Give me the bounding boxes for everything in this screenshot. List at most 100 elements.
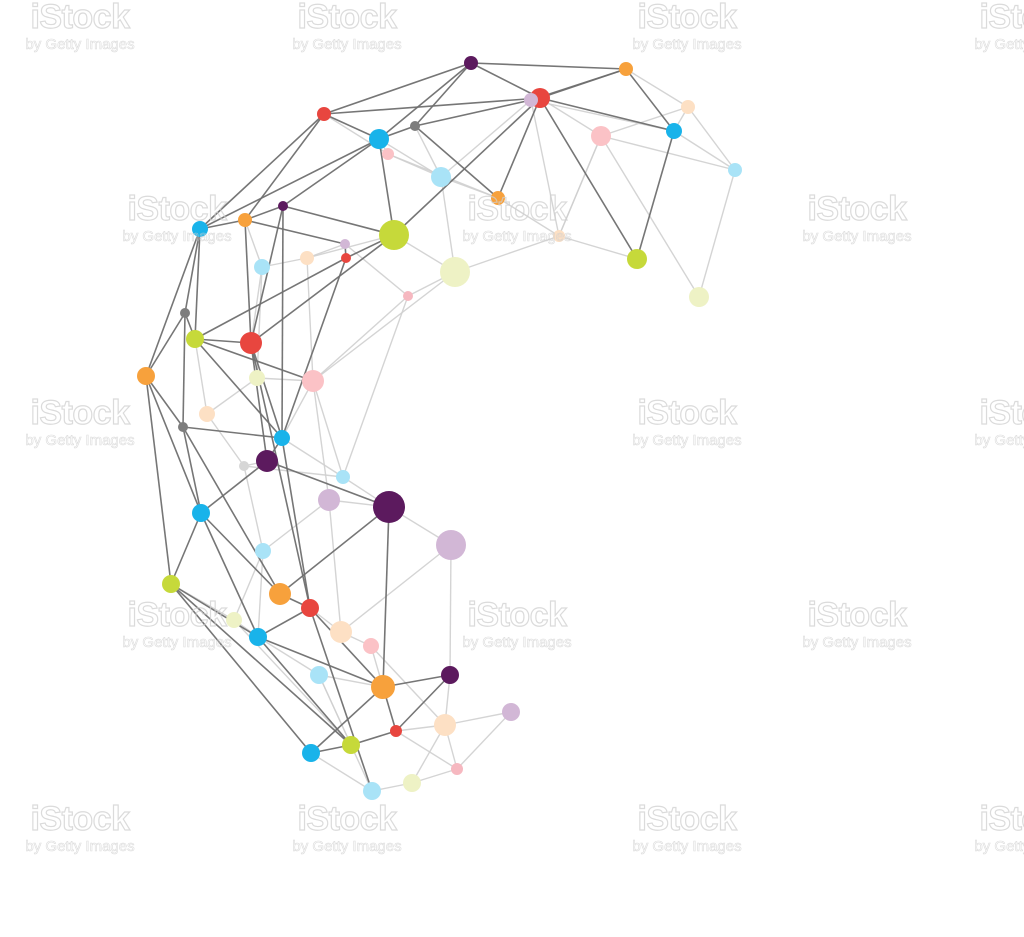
network-edge bbox=[539, 97, 675, 132]
network-edge bbox=[244, 113, 325, 221]
network-edge bbox=[182, 312, 186, 428]
network-edge bbox=[318, 674, 352, 746]
network-node bbox=[681, 100, 695, 114]
network-node bbox=[410, 121, 420, 131]
network-node bbox=[451, 763, 463, 775]
network-edge bbox=[449, 544, 452, 676]
network-node bbox=[363, 638, 379, 654]
network-edge bbox=[244, 219, 252, 344]
network-edge bbox=[444, 711, 512, 726]
nodes-layer bbox=[137, 56, 742, 800]
network-edge bbox=[194, 228, 201, 340]
network-node bbox=[162, 575, 180, 593]
network-edge bbox=[206, 377, 258, 415]
network-edge bbox=[257, 636, 352, 746]
network-node bbox=[403, 774, 421, 792]
network-node bbox=[137, 367, 155, 385]
network-edge bbox=[395, 674, 451, 732]
network-node bbox=[180, 308, 190, 318]
network-edge bbox=[395, 730, 458, 770]
network-edge bbox=[312, 271, 456, 382]
network-node bbox=[431, 167, 451, 187]
network-edge bbox=[145, 375, 202, 514]
network-edge bbox=[342, 295, 409, 478]
network-edge bbox=[309, 607, 373, 792]
network-edge bbox=[279, 506, 390, 595]
network-node bbox=[240, 332, 262, 354]
network-edge bbox=[323, 97, 541, 115]
network-edge bbox=[470, 62, 541, 99]
network-node bbox=[553, 230, 565, 242]
network-edge bbox=[170, 583, 312, 754]
network-edge bbox=[558, 235, 638, 260]
network-edge bbox=[625, 68, 675, 132]
network-node bbox=[192, 504, 210, 522]
network-edge bbox=[497, 197, 560, 237]
network-edge bbox=[170, 583, 352, 746]
network-edge bbox=[257, 550, 264, 638]
network-edge bbox=[250, 342, 268, 462]
network-node bbox=[300, 251, 314, 265]
network-edge bbox=[282, 138, 380, 207]
network-edge bbox=[310, 752, 373, 792]
network-node bbox=[186, 330, 204, 348]
network-node bbox=[226, 612, 242, 628]
network-node bbox=[591, 126, 611, 146]
network-edge bbox=[281, 437, 344, 478]
network-edge bbox=[200, 460, 268, 514]
network-node bbox=[627, 249, 647, 269]
network-node bbox=[390, 725, 402, 737]
network-edge bbox=[194, 338, 314, 382]
network-edge bbox=[440, 99, 532, 178]
dark-edges-layer bbox=[145, 62, 675, 792]
network-edge bbox=[182, 426, 281, 595]
network-edge bbox=[312, 380, 344, 478]
network-edge bbox=[194, 338, 208, 415]
network-node bbox=[464, 56, 478, 70]
network-edge bbox=[312, 380, 330, 501]
network-edge bbox=[199, 138, 380, 230]
network-edge bbox=[470, 62, 627, 70]
network-edge bbox=[456, 711, 512, 770]
network-edge bbox=[145, 228, 201, 377]
network-edge bbox=[323, 113, 380, 140]
network-node bbox=[363, 782, 381, 800]
network-edge bbox=[687, 106, 736, 171]
network-edge bbox=[281, 437, 311, 609]
network-node bbox=[274, 430, 290, 446]
network-node bbox=[342, 736, 360, 754]
network-edge bbox=[206, 413, 245, 467]
network-node bbox=[689, 287, 709, 307]
network-edge bbox=[257, 607, 311, 638]
network-node bbox=[369, 129, 389, 149]
network-edge bbox=[184, 228, 201, 314]
network-edge bbox=[378, 138, 395, 236]
network-edge bbox=[170, 512, 202, 585]
network-edge bbox=[243, 465, 264, 552]
network-node bbox=[269, 583, 291, 605]
network-edge bbox=[636, 130, 675, 260]
network-edge bbox=[344, 243, 409, 297]
network-node bbox=[249, 628, 267, 646]
network-edge bbox=[194, 257, 347, 340]
network-edge bbox=[250, 266, 263, 344]
network-edge bbox=[328, 499, 342, 633]
network-node bbox=[318, 489, 340, 511]
network-node bbox=[434, 714, 456, 736]
network-node bbox=[436, 530, 466, 560]
network-edge bbox=[497, 97, 541, 199]
network-node bbox=[373, 491, 405, 523]
network-node bbox=[728, 163, 742, 177]
network-edge bbox=[539, 97, 638, 260]
network-edge bbox=[558, 135, 602, 237]
network-node bbox=[302, 370, 324, 392]
network-edge bbox=[698, 169, 736, 298]
network-node bbox=[341, 253, 351, 263]
network-node bbox=[502, 703, 520, 721]
network-node bbox=[379, 220, 409, 250]
network-node bbox=[256, 450, 278, 472]
network-node bbox=[239, 461, 249, 471]
network-node bbox=[254, 259, 270, 275]
